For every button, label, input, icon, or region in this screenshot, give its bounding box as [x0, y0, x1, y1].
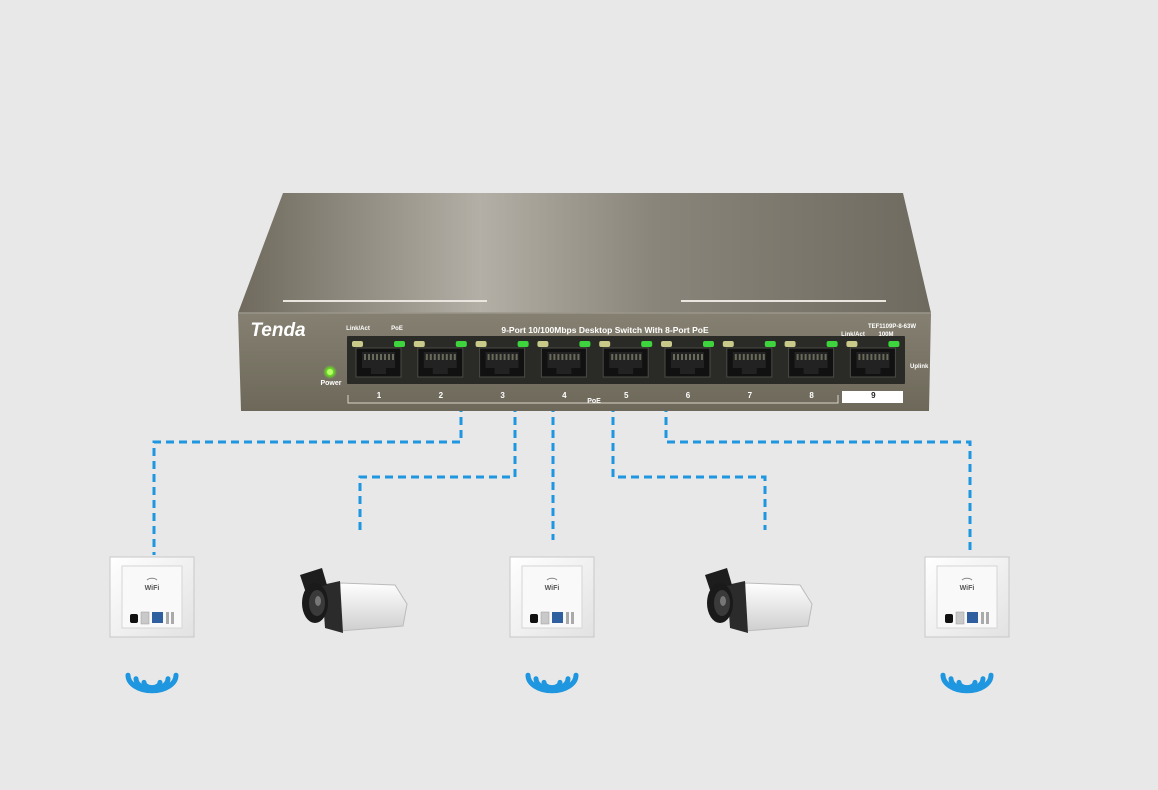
poe-bracket-label: PoE: [587, 398, 601, 405]
ethernet-jack: [552, 612, 563, 623]
port-numbers: 1 2 3 4 5 6 7 8 9: [377, 391, 876, 400]
wall-access-point: WiFi: [924, 556, 1010, 694]
poe-label: PoE: [391, 326, 403, 332]
link-act-label: Link/Act: [346, 326, 370, 332]
device-row: WiFi WiFi WiFi: [109, 556, 1010, 694]
port-number-8: 8: [809, 391, 814, 400]
ethernet-jack: [152, 612, 163, 623]
poe-switch: Tenda 9-Port 10/100Mbps Desktop Switch W…: [238, 193, 931, 411]
port-number-4: 4: [562, 391, 567, 400]
poe-led: [826, 341, 838, 347]
poe-led: [517, 341, 529, 347]
ethernet-port-7: [722, 341, 776, 378]
ethernet-port-5: [599, 341, 653, 378]
link-act-led: [784, 341, 796, 347]
wifi-label: WiFi: [545, 585, 560, 592]
link-act-led: [352, 341, 363, 347]
ethernet-port-4: [537, 341, 591, 378]
ethernet-port-2: [413, 341, 467, 378]
power-port: [530, 614, 538, 623]
port-number-9: 9: [871, 391, 876, 400]
link-act-label-right: Link/Act: [841, 332, 865, 338]
poe-led: [764, 341, 776, 347]
wall-access-point: WiFi: [109, 556, 195, 694]
poe-led: [394, 341, 405, 347]
port-number-1: 1: [377, 391, 382, 400]
wifi-signal-icon: [940, 672, 994, 694]
poe-led: [579, 341, 591, 347]
link-act-led: [537, 341, 549, 347]
link-port5-camera2: [611, 378, 767, 530]
power-port: [945, 614, 953, 623]
brand-logo: Tenda: [250, 320, 306, 341]
link-act-led: [475, 341, 487, 347]
ethernet-jack: [967, 612, 978, 623]
port-row: [352, 341, 900, 378]
link-act-led: [413, 341, 425, 347]
wifi-signal-icon: [125, 672, 179, 694]
ethernet-port-1: [352, 341, 405, 378]
poe-led: [703, 341, 714, 347]
wifi-signal-icon: [525, 672, 579, 694]
poe-led: [455, 341, 467, 347]
wifi-label: WiFi: [960, 585, 975, 592]
port-number-6: 6: [686, 391, 691, 400]
uplink-label: Uplink: [910, 364, 929, 370]
ethernet-port-3: [475, 341, 529, 378]
ethernet-port-8: [784, 341, 838, 378]
poe-led: [641, 341, 653, 347]
link-act-led: [722, 341, 734, 347]
uplink-number-box: [842, 391, 903, 403]
link-act-led: [599, 341, 611, 347]
link-act-led: [661, 341, 672, 347]
wifi-label: WiFi: [145, 585, 160, 592]
ethernet-port-9: [846, 341, 900, 378]
power-port: [130, 614, 138, 623]
port-number-7: 7: [748, 391, 753, 400]
model-number: TEF1109P-8-63W: [868, 324, 916, 330]
port-number-5: 5: [624, 391, 629, 400]
wall-access-point: WiFi: [509, 556, 595, 694]
port-number-3: 3: [500, 391, 505, 400]
port-number-2: 2: [439, 391, 444, 400]
switch-title: 9-Port 10/100Mbps Desktop Switch With 8-…: [501, 325, 709, 335]
bullet-camera: [705, 568, 813, 633]
link-act-led: [846, 341, 858, 347]
power-label: Power: [320, 380, 341, 387]
poe-bracket: [347, 395, 839, 404]
speed-label: 100M: [878, 332, 893, 338]
poe-led: [888, 341, 900, 347]
switch-top: [238, 193, 931, 313]
ethernet-port-6: [661, 341, 714, 378]
bullet-camera: [300, 568, 408, 633]
link-port3-camera1: [358, 378, 517, 530]
